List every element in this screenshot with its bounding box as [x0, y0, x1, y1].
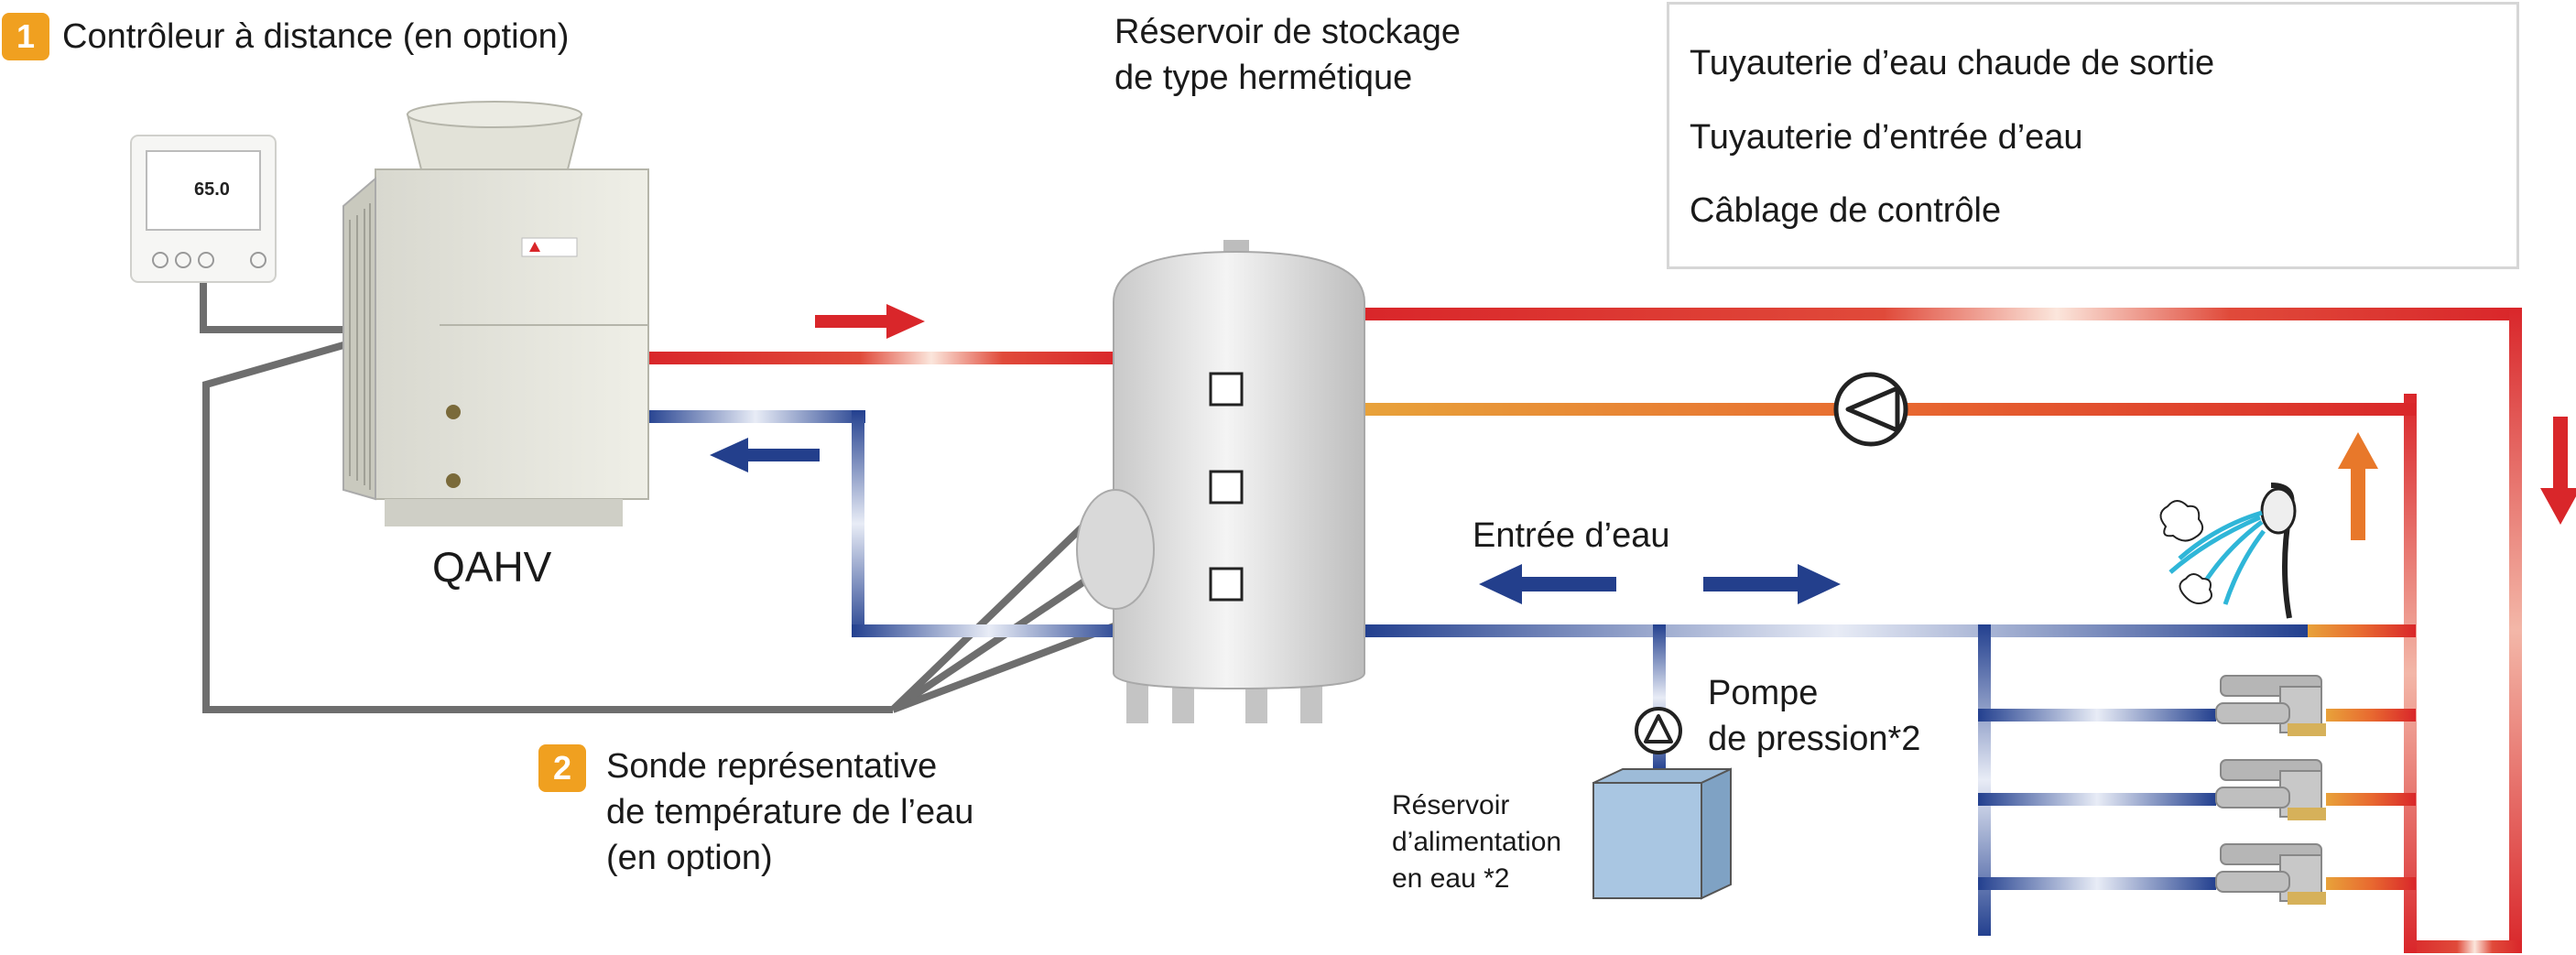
- legend-box: [1667, 2, 2519, 269]
- flow-arrow-inlet-right: [1703, 564, 1841, 604]
- controller-display-readout: 65.0: [194, 179, 230, 200]
- legend-label-cold: Tuyauterie d’entrée d’eau: [1690, 118, 2083, 157]
- hot-branches: [2308, 624, 2416, 890]
- cold-pipe-tank-to-unit: [646, 410, 1126, 637]
- flow-arrow-up-orange: [2338, 432, 2378, 540]
- faucet-icon-1: [2215, 675, 2326, 736]
- remote-controller-icon: [130, 135, 277, 283]
- supply-tank-icon: [1592, 767, 1732, 900]
- legend-label-hot: Tuyauterie d’eau chaude de sortie: [1690, 44, 2215, 82]
- storage-tank-label: Réservoir de stockage de type hermétique: [1114, 13, 1462, 97]
- callout-number-badge: 2: [538, 744, 586, 792]
- temperature-probe-label: Sonde représentative de température de l…: [606, 747, 974, 877]
- callout-number-badge: 1: [2, 13, 49, 60]
- faucet-icon-3: [2215, 843, 2326, 905]
- flow-arrow-cold-left: [710, 438, 820, 472]
- flow-arrow-hot-right: [815, 304, 925, 339]
- circulation-pump-icon: [1833, 372, 1908, 447]
- legend-label-wire: Câblage de contrôle: [1690, 191, 2002, 230]
- water-inlet-label: Entrée d’eau: [1473, 516, 1670, 555]
- hot-pipe-main-loop: [1364, 308, 2522, 953]
- flow-arrow-down-red: [2540, 417, 2576, 525]
- flow-arrow-inlet-left: [1479, 564, 1616, 604]
- pressure-pump-icon: [1635, 707, 1682, 754]
- remote-controller-label: Contrôleur à distance (en option): [62, 17, 570, 56]
- shower-icon: [2159, 483, 2297, 619]
- supply-tank-label: Réservoir d’alimentation en eau *2: [1392, 790, 1562, 894]
- faucet-icon-2: [2215, 759, 2326, 820]
- pressure-pump-label: Pompe de pression*2: [1708, 674, 1921, 758]
- heat-pump-model-label: QAHV: [432, 543, 552, 591]
- heat-pump-unit-icon: [342, 101, 649, 526]
- hot-pipe-unit-to-tank: [646, 352, 1122, 364]
- storage-tank-icon: [1076, 240, 1365, 723]
